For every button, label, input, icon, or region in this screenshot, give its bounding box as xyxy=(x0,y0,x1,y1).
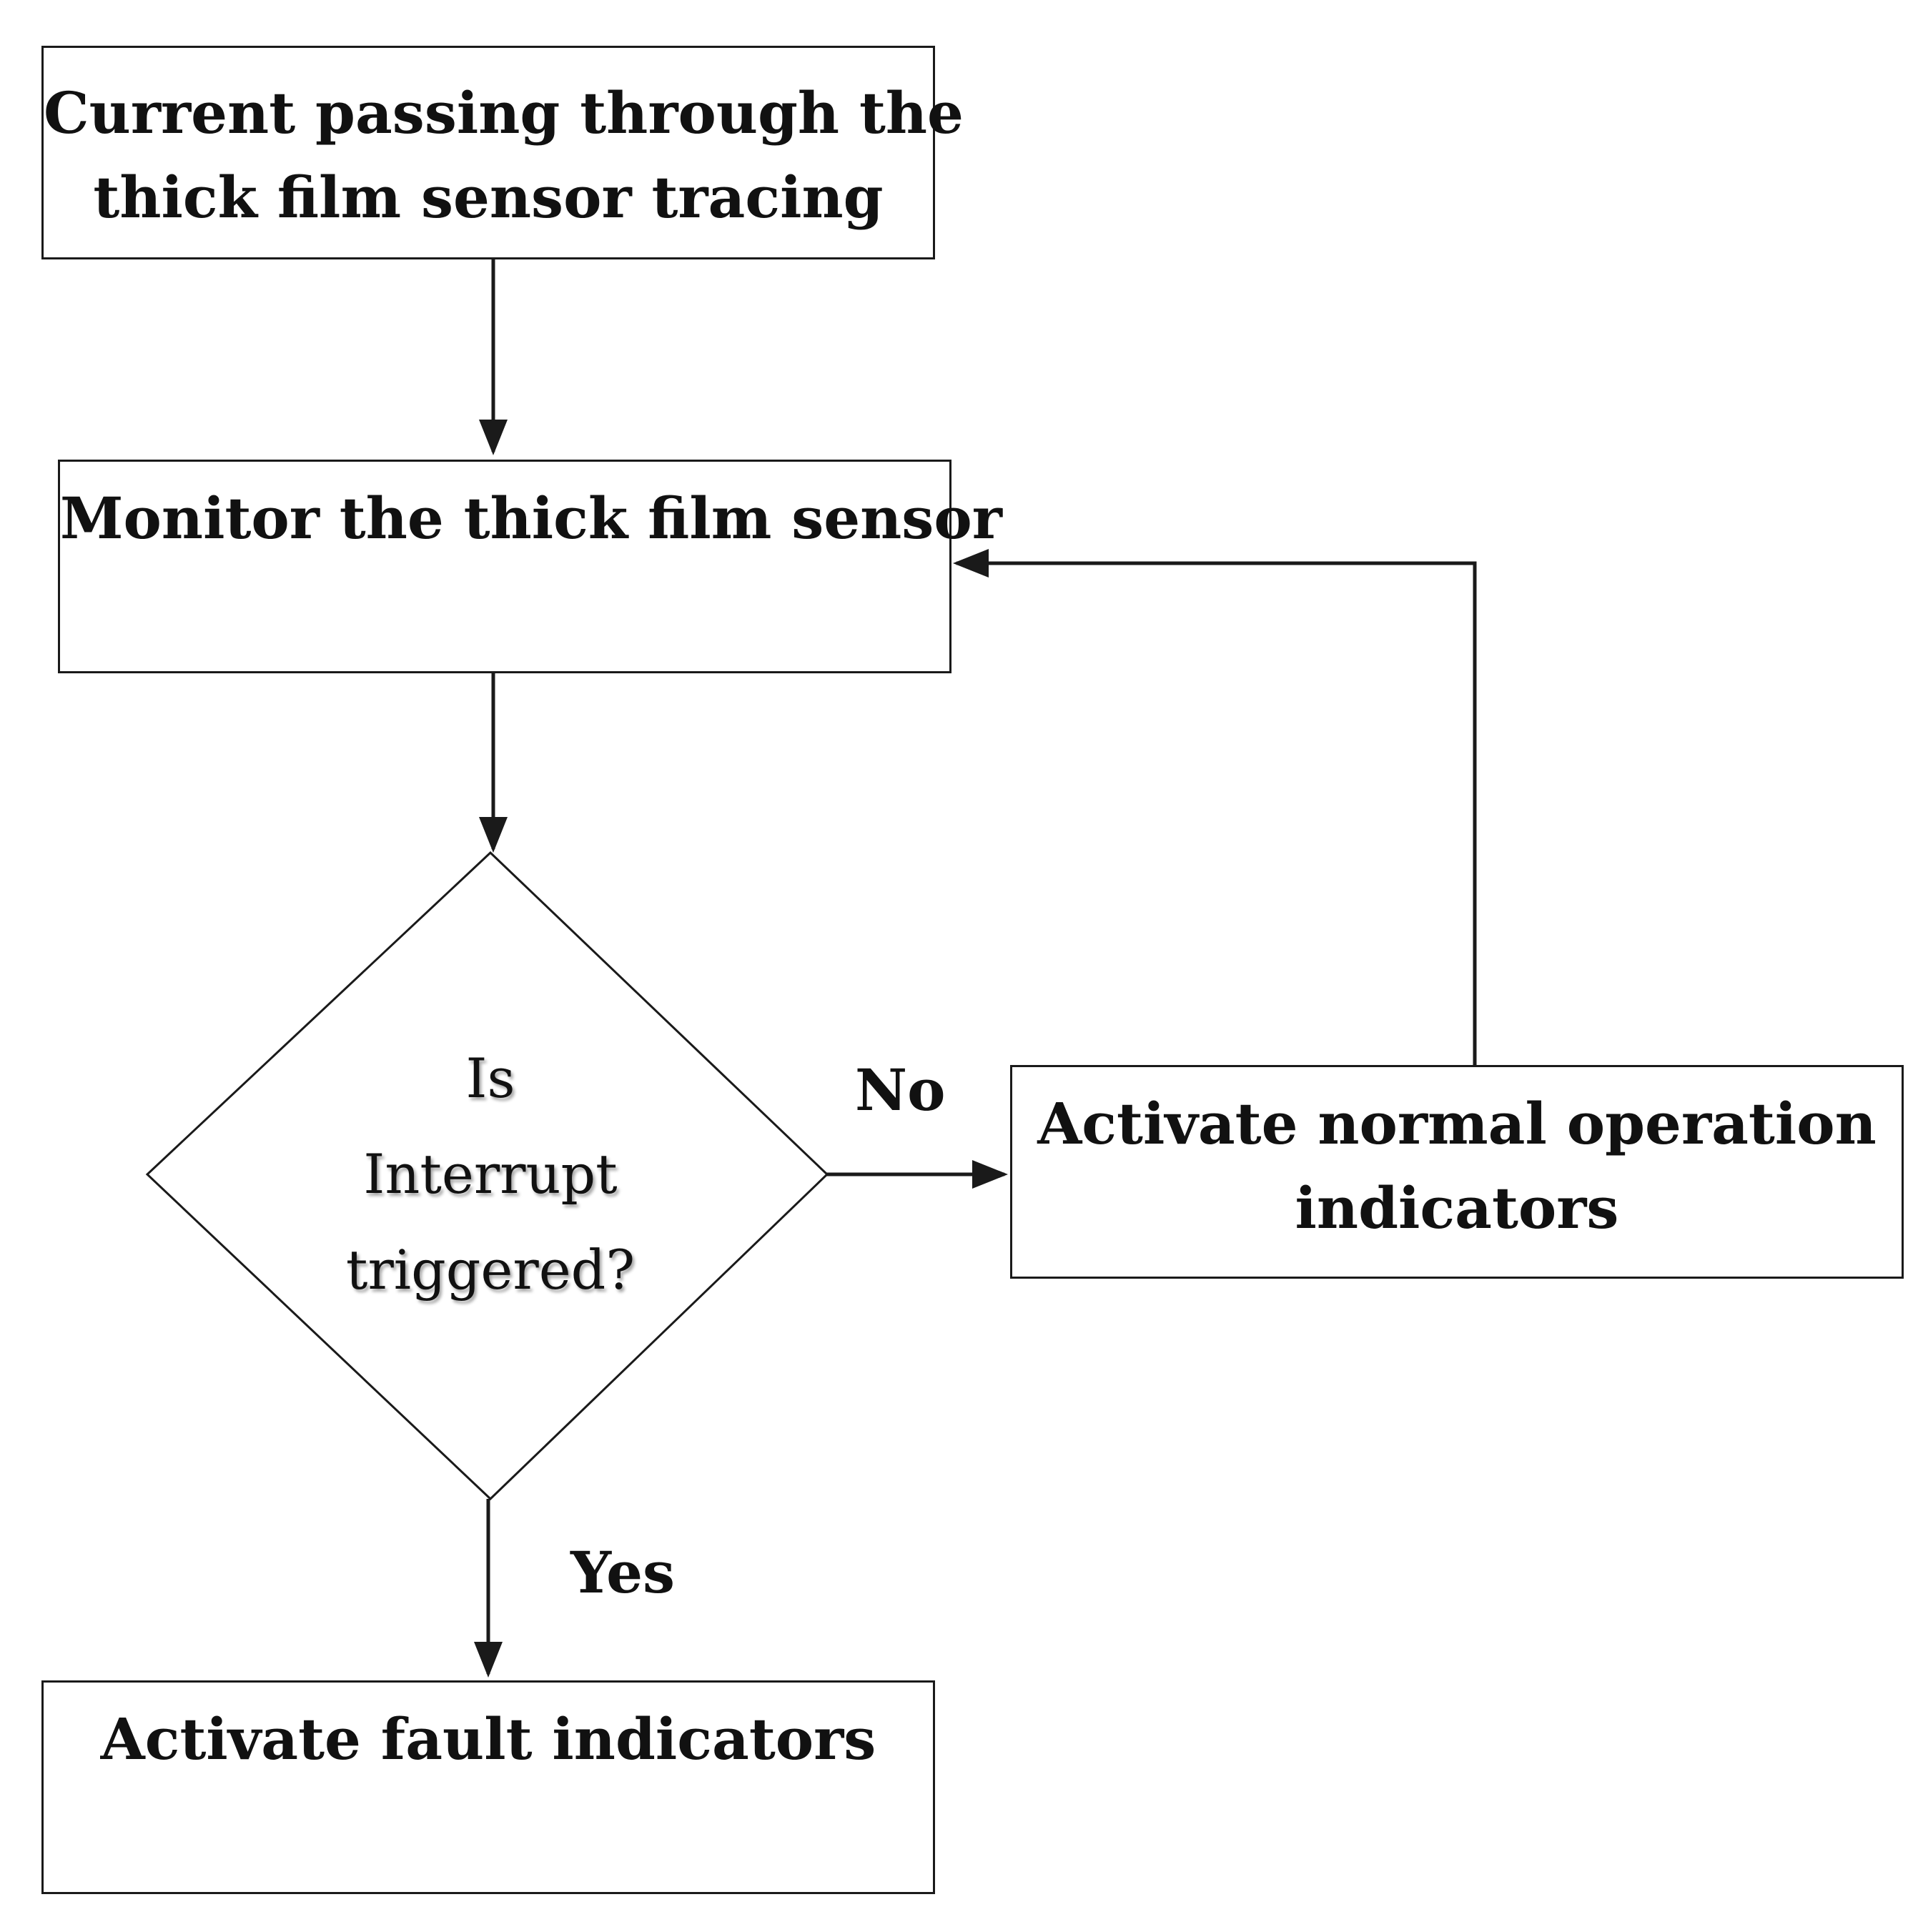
yes-label: Yes xyxy=(570,1539,676,1606)
monitor-box: Monitor the thick film sensor xyxy=(58,460,1002,673)
arrow-normal-loop-to-monitor xyxy=(953,549,1477,1065)
fault-box-line-1: Activate fault indicators xyxy=(100,1705,876,1773)
normal-box-line-2: indicators xyxy=(1295,1174,1619,1242)
decision-line-3: triggered? xyxy=(345,1238,636,1302)
decision-line-1: Is xyxy=(465,1046,515,1110)
fault-box: Activate fault indicators xyxy=(41,1680,935,1894)
start-box-line-2: thick film sensor tracing xyxy=(93,164,884,231)
normal-operation-box: Activate normal operation indicators xyxy=(1010,1065,1904,1279)
no-label: No xyxy=(855,1056,946,1124)
start-box-line-1: Current passing through the xyxy=(44,79,964,147)
decision-text: Is Interrupt triggered? xyxy=(305,1031,676,1318)
start-box: Current passing through the thick film s… xyxy=(41,46,964,259)
decision-line-2: Interrupt xyxy=(363,1142,618,1206)
monitor-box-line-1: Monitor the thick film sensor xyxy=(60,485,1002,552)
decision-diamond xyxy=(145,851,829,1501)
normal-box-line-1: Activate normal operation xyxy=(1037,1090,1877,1157)
